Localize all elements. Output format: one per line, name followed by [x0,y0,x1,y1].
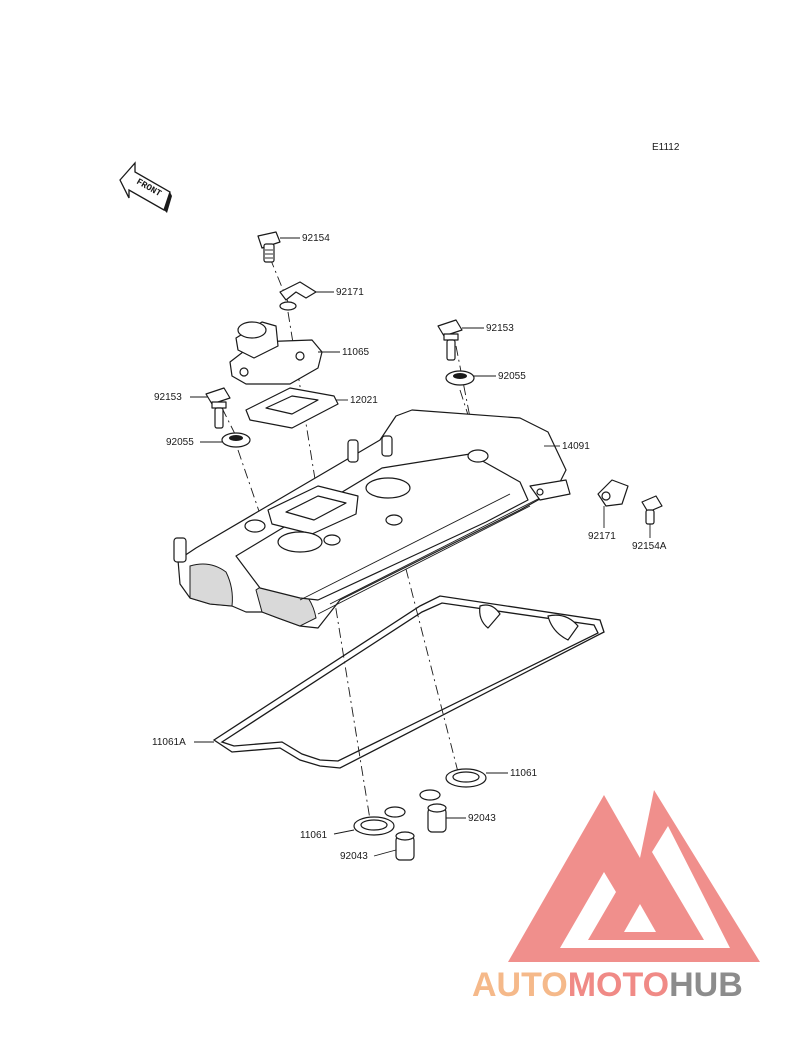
head-cover-gasket [212,595,605,769]
label-92043-right: 92043 [468,813,496,824]
automotohub-watermark: AUTOMOTOHUB [472,790,760,1004]
grommet-92055-right [445,370,475,386]
label-11061A: 11061A [152,737,186,748]
o-rings [384,789,441,818]
bolt-92154 [257,231,281,263]
bolt-92153-left [205,387,231,429]
grommet-92055-left [221,432,251,448]
label-92055-right: 92055 [498,371,526,382]
breather-cover-11065 [229,321,323,385]
label-92171-top: 92171 [336,287,364,298]
plug-gasket-11061-left [353,816,395,836]
label-92043-left: 92043 [340,851,368,862]
label-11061-right: 11061 [510,768,538,779]
collar-92043-right [427,803,447,833]
watermark-moto: MOTO [568,966,669,1004]
front-arrow-icon: FRONT [119,161,172,213]
label-92153-right: 92153 [486,323,514,334]
label-92055-left: 92055 [166,437,194,448]
label-92154-top: 92154 [302,233,330,244]
bolt-92153-right [437,319,463,361]
svg-text:AUTOMOTOHUB: AUTOMOTOHUB [472,966,743,1004]
bolt-92154A [641,495,663,525]
automotohub-logo-icon [508,790,760,962]
cylinder-head-cover [173,409,571,629]
collar-92043-left [395,831,415,861]
label-11065: 11065 [342,347,370,358]
clamp-92171 [279,281,317,311]
part-labels: 92154 92171 11065 92153 92055 92153 1202… [152,233,667,862]
label-92153-left: 92153 [154,392,182,403]
label-92171-right: 92171 [588,531,616,542]
label-11061-left: 11061 [300,830,328,841]
label-92154A: 92154A [632,541,667,552]
watermark-hub: HUB [669,966,743,1004]
clamp-92171-right [597,479,629,507]
label-14091: 14091 [562,441,590,452]
diagram-code: E1112 [652,142,680,153]
watermark-auto: AUTO [472,966,568,1004]
breather-gasket-12021 [245,387,339,429]
plug-gasket-11061-right [445,768,487,788]
leader-lines [190,237,651,857]
label-12021: 12021 [350,395,378,406]
